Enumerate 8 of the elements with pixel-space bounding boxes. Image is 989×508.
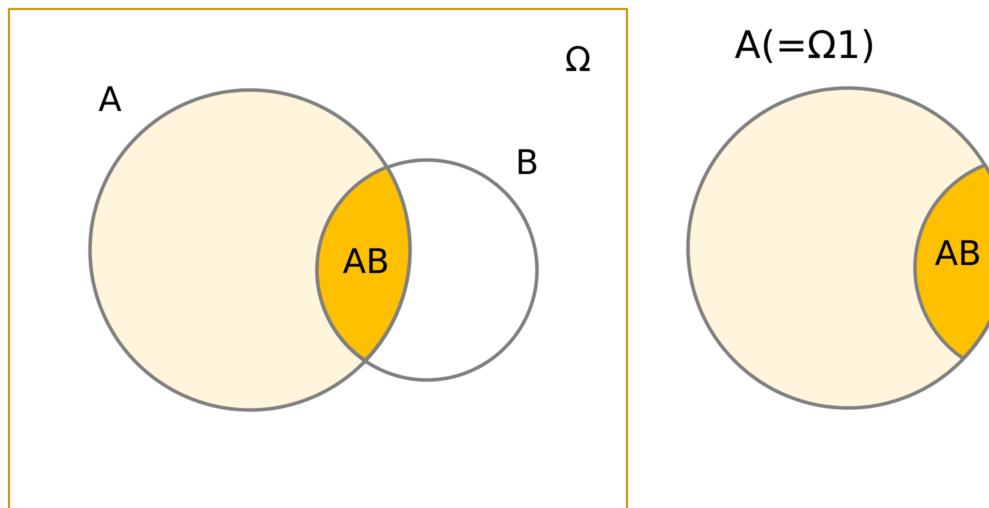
set-label: Ω (565, 43, 591, 77)
intersection-region (913, 162, 989, 362)
universe-rectangle (8, 8, 628, 508)
set-label: B (515, 146, 539, 180)
set-label: AB (342, 244, 390, 279)
set-label: A (98, 83, 122, 117)
set-label: AB (934, 236, 982, 271)
set-label: A(=Ω1) (734, 26, 876, 64)
